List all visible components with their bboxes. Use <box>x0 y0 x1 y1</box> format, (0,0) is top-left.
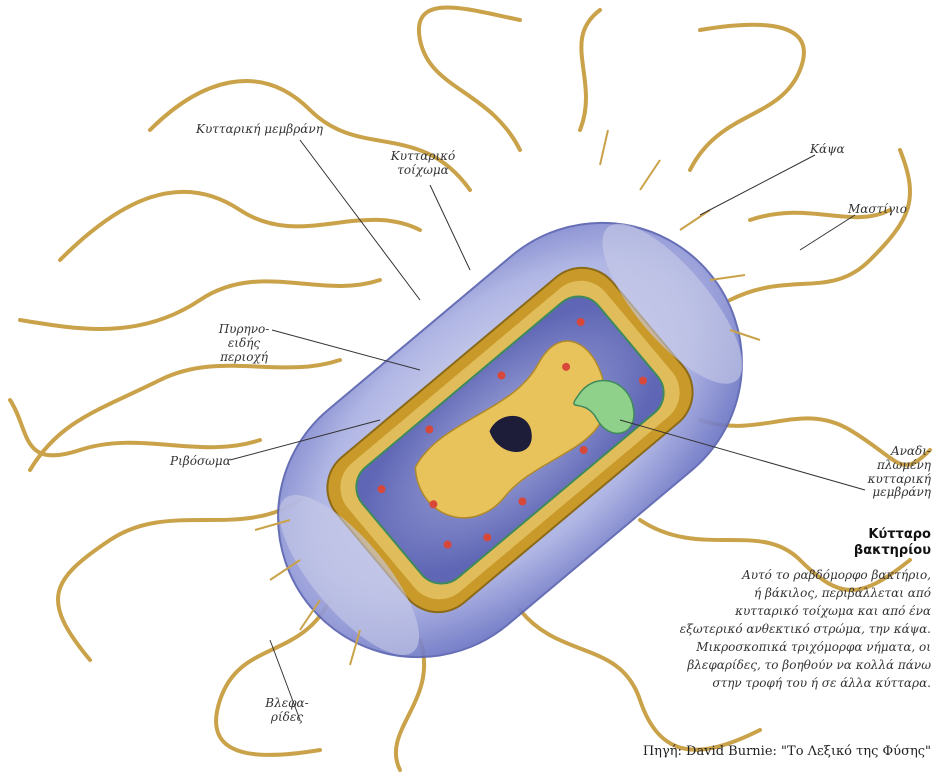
label-folded-membrane: Αναδι- πλωμένη κυτταρική μεμβράνη <box>868 445 931 500</box>
flagellum-strand <box>580 10 600 130</box>
label-cell-wall: Κυτταρικό τοίχωμα <box>388 150 458 178</box>
pilus <box>600 130 608 165</box>
flagellum-strand <box>60 192 420 260</box>
label-ribosome: Ριβόσωμα <box>170 455 231 469</box>
leader-nucleoid <box>272 330 420 370</box>
caption-line: ή βάκιλος, περιβάλλεται από <box>601 584 931 602</box>
flagellum-strand <box>396 640 424 770</box>
caption-line: Αυτό το ραβδόμορφο βακτήριο, <box>601 566 931 584</box>
flagellum-strand <box>419 8 520 151</box>
pilus <box>710 275 745 280</box>
flagellum-strand <box>216 600 330 755</box>
caption-line: κυτταρικό τοίχωμα και από ένα <box>601 602 931 620</box>
label-pili: Βλεφα- ρίδες <box>262 697 312 725</box>
caption-line: στην τροφή του ή σε άλλα κύτταρα. <box>601 674 931 692</box>
label-flagellum: Μαστίγιο <box>848 203 907 217</box>
pilus <box>640 160 660 190</box>
caption-title-line2: βακτηρίου <box>854 543 931 559</box>
source-credit: Πηγή: David Burnie: "Το Λεξικό της Φύσης… <box>643 744 931 759</box>
caption-line: Μικροσκοπικά τριχόμορφα νήματα, οι <box>601 638 931 656</box>
pilus <box>680 210 710 230</box>
flagellum-strand <box>690 25 804 170</box>
flagellum-strand <box>58 500 300 660</box>
leader-cell-wall <box>430 185 470 270</box>
label-cell-membrane: Κυτταρική μεμβράνη <box>196 123 323 137</box>
flagellum-strand <box>730 150 910 300</box>
flagellum-strand <box>20 280 380 329</box>
caption-text: Αυτό το ραβδόμορφο βακτήριο, ή βάκιλος, … <box>601 566 931 692</box>
leader-flagellum <box>800 215 855 250</box>
label-capsule: Κάψα <box>810 143 845 157</box>
label-nucleoid: Πυρηνο- ειδής περιοχή <box>214 323 274 364</box>
caption-line: εξωτερικό ανθεκτικό στρώμα, την κάψα. <box>601 620 931 638</box>
caption-title-line1: Κύτταρο <box>854 527 931 543</box>
leader-capsule <box>700 155 815 215</box>
caption-line: βλεφαρίδες, το βοηθούν να κολλά πάνω <box>601 656 931 674</box>
caption-title: Κύτταρο βακτηρίου <box>854 527 931 560</box>
